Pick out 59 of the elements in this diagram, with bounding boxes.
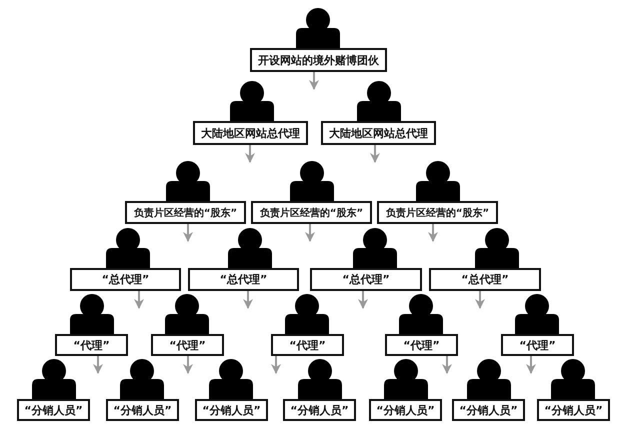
- role-label: 大陆地区网站总代理: [329, 126, 428, 140]
- role-box: [310, 268, 422, 291]
- arrow: [370, 145, 380, 163]
- role-box: [55, 334, 128, 356]
- role-box: [369, 399, 442, 421]
- arrow: [305, 224, 315, 242]
- role-label: 负责片区经营的“股东”: [260, 206, 364, 220]
- role-box: [125, 201, 246, 224]
- role-box: [17, 399, 90, 421]
- role-label: “总代理”: [220, 272, 268, 287]
- role-box: [452, 399, 525, 421]
- arrow: [183, 356, 193, 374]
- role-box: [385, 334, 458, 356]
- role-box: [377, 201, 498, 224]
- role-label: “分销人员”: [544, 402, 603, 418]
- role-box: [195, 399, 268, 421]
- role-box: [251, 201, 372, 224]
- role-box: [70, 268, 181, 291]
- role-box: [106, 399, 179, 421]
- arrow: [309, 72, 319, 90]
- role-label: “代理”: [519, 338, 556, 352]
- role-label: 负责片区经营的“股东”: [134, 206, 238, 220]
- role-box: [537, 399, 610, 421]
- role-box: [193, 121, 308, 145]
- role-label: “分销人员”: [376, 402, 435, 418]
- role-label: “代理”: [289, 338, 326, 352]
- role-label: “分销人员”: [113, 402, 172, 418]
- role-box: [250, 48, 387, 72]
- arrow: [93, 356, 103, 374]
- role-label: “分销人员”: [202, 402, 261, 418]
- role-box: [271, 334, 344, 356]
- role-box: [321, 121, 436, 145]
- role-label: “总代理”: [461, 272, 509, 287]
- role-label: “代理”: [73, 338, 110, 352]
- role-label: “分销人员”: [24, 402, 83, 418]
- role-label: 大陆地区网站总代理: [201, 126, 300, 140]
- role-box: [188, 268, 299, 291]
- role-label: “总代理”: [342, 272, 390, 287]
- arrow: [526, 356, 536, 374]
- role-label: “代理”: [403, 338, 440, 352]
- arrow: [243, 291, 253, 309]
- arrow: [245, 145, 255, 163]
- arrow: [271, 356, 281, 374]
- role-label: 负责片区经营的“股东”: [386, 206, 490, 220]
- role-label: “分销人员”: [459, 402, 518, 418]
- role-box: [429, 268, 541, 291]
- role-label: “总代理”: [102, 272, 150, 287]
- arrow: [134, 291, 144, 309]
- role-box: [501, 334, 574, 356]
- role-label: 开设网站的境外赌博团伙: [258, 52, 379, 68]
- role-box: [151, 334, 224, 356]
- role-box: [283, 399, 356, 421]
- role-label: “代理”: [169, 338, 206, 352]
- arrow: [475, 291, 485, 309]
- arrow: [358, 291, 368, 309]
- arrow: [183, 224, 193, 242]
- role-label: “分销人员”: [290, 402, 349, 418]
- arrow: [442, 356, 452, 374]
- arrow: [428, 224, 438, 242]
